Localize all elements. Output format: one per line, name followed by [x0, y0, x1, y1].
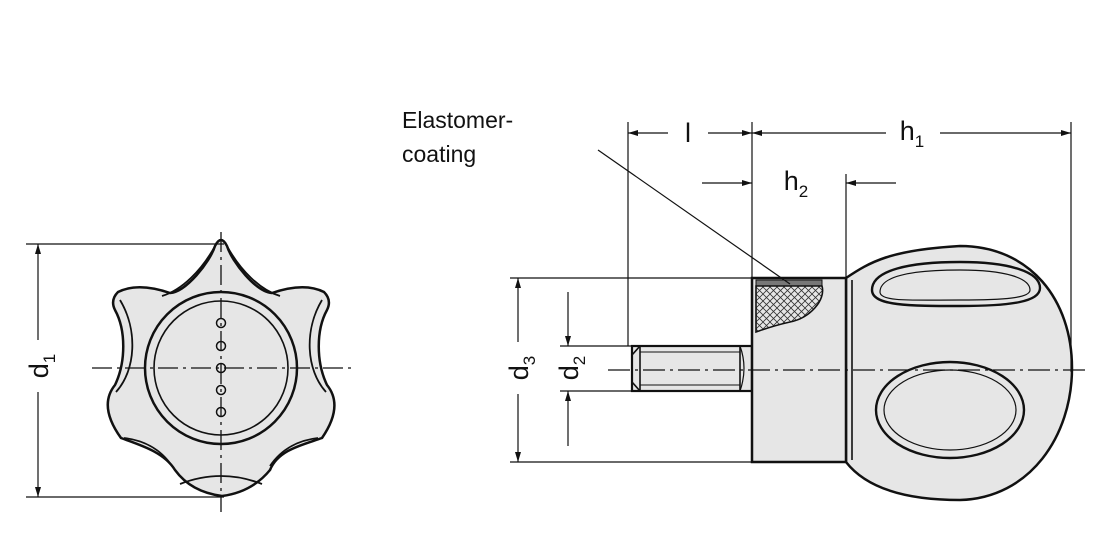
dimension-label-h2: h2 — [784, 166, 809, 201]
grip-groove — [269, 437, 319, 467]
front-view: d1 — [24, 232, 356, 512]
grip-groove — [115, 299, 134, 393]
threaded-stud — [630, 344, 754, 393]
grip-cutout-top — [870, 260, 1042, 308]
grip-groove — [161, 245, 216, 297]
grip-groove — [123, 437, 173, 467]
grip-cutout-top-inner — [879, 269, 1031, 301]
grip-groove — [226, 245, 281, 297]
callout-leader — [597, 149, 791, 285]
stud-chamfer — [631, 345, 641, 392]
callout-text-line1: Elastomer- — [402, 107, 513, 133]
callout-text-line2: coating — [402, 141, 476, 167]
dimension-label-h1: h1 — [900, 116, 925, 151]
dimension-label-d3: d3 — [504, 356, 539, 381]
dimension-label-d1: d1 — [24, 354, 59, 379]
grip-groove — [308, 299, 327, 393]
dimension-label-d2: d2 — [554, 356, 589, 381]
elastomer-section — [755, 285, 824, 334]
ball-grip — [844, 244, 1074, 502]
side-view: d3 d2 l h1 h2 Elastomer- coating — [402, 107, 1090, 502]
grip-cutout-front — [874, 360, 1026, 460]
thread-runout — [739, 345, 745, 392]
dimension-label-l: l — [685, 118, 691, 148]
